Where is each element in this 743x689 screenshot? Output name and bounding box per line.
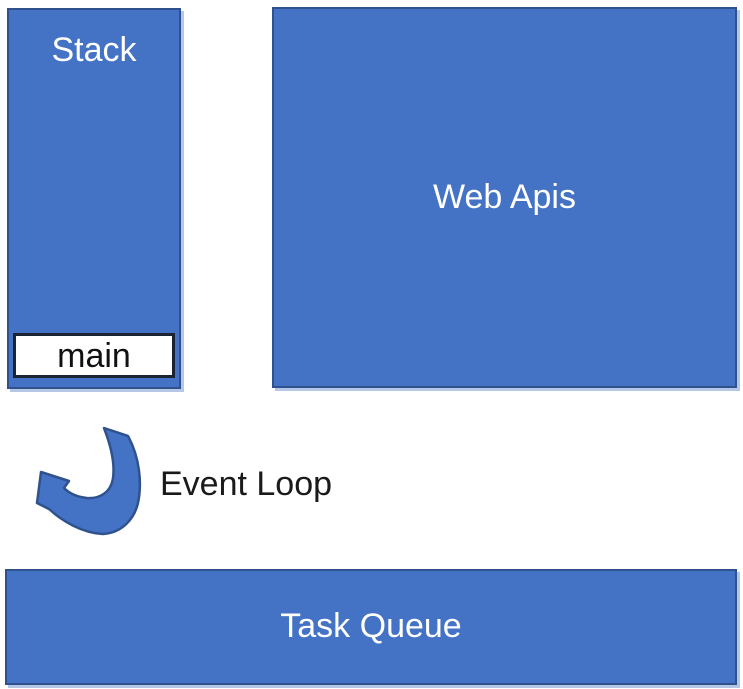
event-loop-arrow-icon [35, 426, 142, 536]
main-frame: main [13, 333, 175, 378]
main-frame-label: main [57, 336, 131, 375]
web-apis-box: Web Apis [272, 7, 737, 388]
task-queue-label: Task Queue [280, 607, 462, 646]
event-loop-label: Event Loop [160, 465, 333, 503]
task-queue-box: Task Queue [5, 569, 737, 685]
stack-box: Stack main [7, 8, 181, 389]
stack-label: Stack [51, 31, 137, 69]
web-apis-label: Web Apis [432, 177, 576, 216]
